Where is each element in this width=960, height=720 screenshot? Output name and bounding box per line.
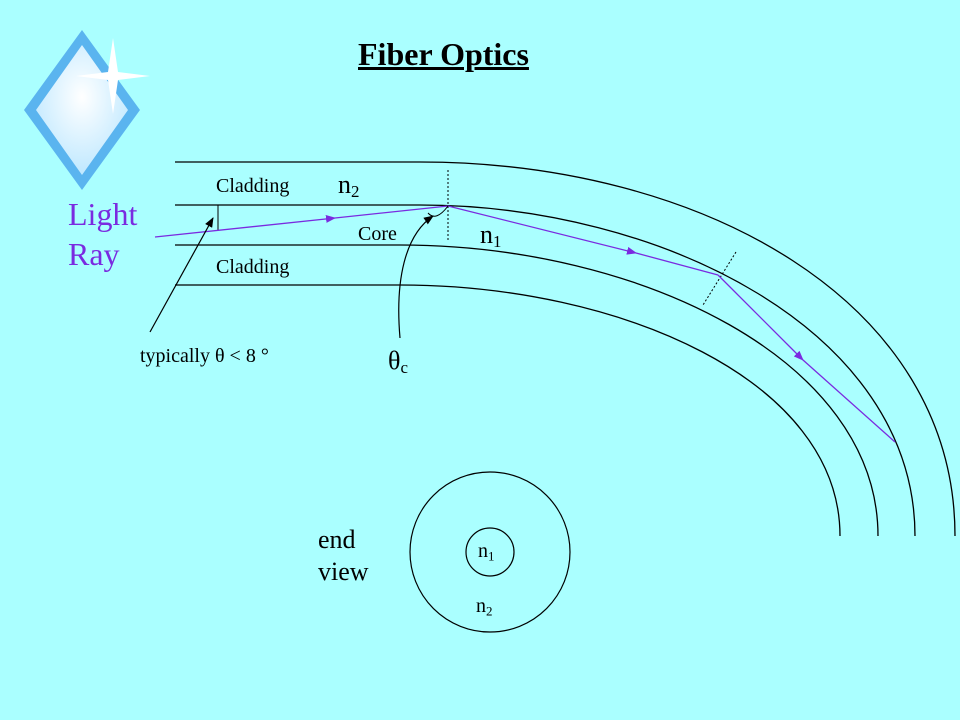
normal-line-2: [702, 251, 737, 306]
core-top-line: [175, 204, 916, 537]
diamond-star-logo-icon: [24, 30, 150, 190]
ray-segment-6: [802, 359, 896, 443]
n1-label: n1: [480, 220, 501, 252]
page-title: Fiber Optics: [358, 36, 529, 72]
typically-angle-label: typically θ < 8 °: [140, 345, 269, 367]
fiber-boundaries: [175, 161, 956, 537]
cladding-top-label: Cladding: [216, 175, 290, 197]
ray-segment-2: [334, 205, 449, 219]
light-ray-label-line1: Light: [68, 196, 138, 232]
critical-angle-arc: [427, 205, 449, 217]
n2-symbol: n: [338, 170, 351, 199]
critical-angle-label: θc: [388, 346, 408, 378]
end-view-inner-label: n1: [478, 540, 495, 564]
n1-symbol: n: [480, 220, 493, 249]
end-view-label-line1: end: [318, 525, 356, 554]
n2-subscript: 2: [351, 182, 360, 202]
core-label: Core: [358, 223, 397, 245]
end-view-outer-label: n2: [476, 595, 493, 619]
n1-subscript: 1: [493, 232, 502, 252]
ray-segment-4: [635, 252, 719, 276]
cladding-bottom-label: Cladding: [216, 256, 290, 278]
end-view-diagram: [409, 471, 571, 633]
end-view-outer-symbol: n: [476, 595, 486, 617]
end-view-outer-subscript: 2: [486, 603, 493, 619]
end-view-label-line2: view: [318, 557, 369, 586]
ray-segment-3: [447, 205, 637, 255]
n2-label: n2: [338, 170, 359, 202]
theta-c-pointer-arrow: [398, 215, 434, 339]
ray-segment-5: [717, 274, 804, 361]
typically-pointer-arrow: [149, 217, 214, 333]
theta-subscript: c: [400, 358, 408, 378]
core-bottom-line: [175, 244, 879, 537]
outer-cladding-bottom-line: [175, 284, 841, 537]
end-view-label: end view: [318, 524, 369, 588]
light-ray-label-line2: Ray: [68, 236, 120, 272]
theta-symbol: θ: [388, 346, 401, 375]
outer-cladding-top-line: [175, 161, 956, 537]
end-view-core-circle: [465, 527, 515, 577]
end-view-cladding-circle: [409, 471, 571, 633]
end-view-inner-symbol: n: [478, 540, 488, 562]
end-view-inner-subscript: 1: [488, 548, 495, 564]
light-ray-label: Light Ray: [68, 194, 137, 274]
ray-segment-1: [154, 214, 336, 238]
light-ray-path: [154, 205, 896, 443]
